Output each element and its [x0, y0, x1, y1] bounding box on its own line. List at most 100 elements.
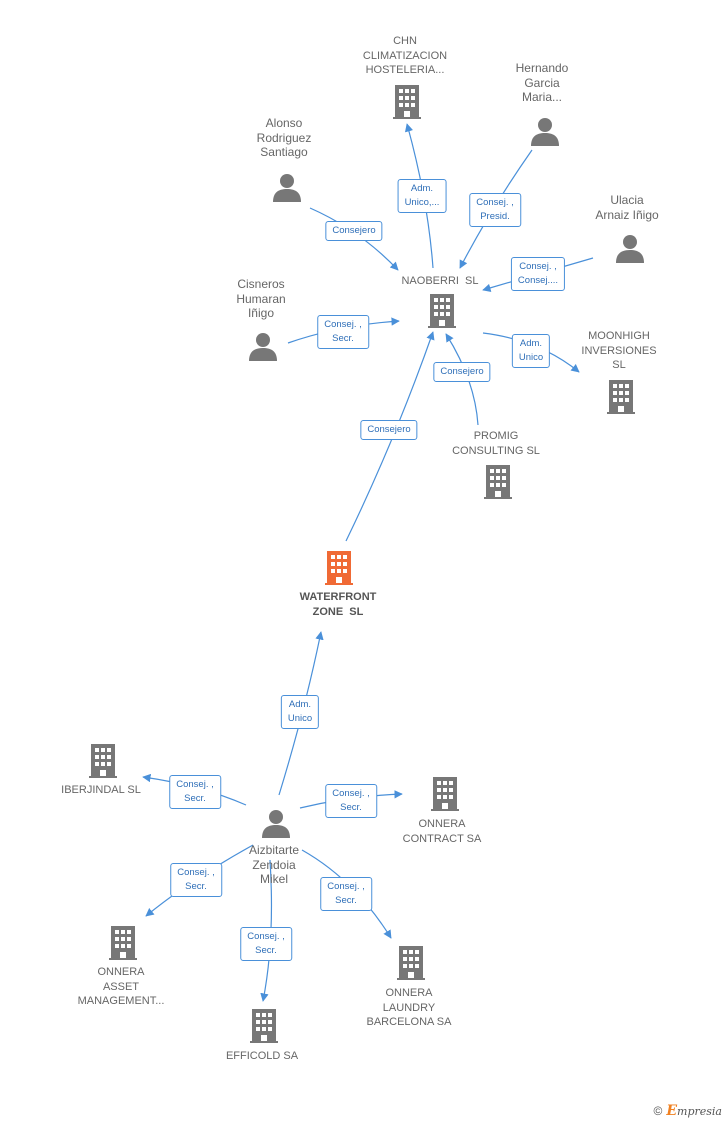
node-label-hernando[interactable]: Hernando Garcia Maria...	[516, 61, 569, 105]
label-line: Zendoia	[252, 857, 296, 872]
label-line: NAOBERRI SL	[401, 275, 479, 287]
person-icon[interactable]	[273, 174, 301, 202]
copyright-icon: ©	[653, 1104, 663, 1118]
label-line: EFFICOLD SA	[225, 1050, 299, 1062]
label-line: Santiago	[260, 145, 308, 159]
label-line: Garcia	[524, 75, 560, 90]
node-label-naoberri[interactable]: NAOBERRI SL	[401, 274, 478, 289]
label-line: Consej. ,	[176, 779, 214, 790]
label-line: CHN	[393, 35, 417, 47]
node-label-waterfront[interactable]: WATERFRONT ZONE SL	[300, 590, 377, 619]
edge-label-cisneros[interactable]: Consej. , Secr.	[317, 315, 369, 349]
node-label-promig[interactable]: PROMIG CONSULTING SL	[452, 429, 540, 458]
label-line: Arnaiz Iñigo	[595, 207, 659, 222]
building-icon[interactable]	[325, 551, 353, 585]
node-label-ulacia[interactable]: Ulacia Arnaiz Iñigo	[595, 193, 658, 222]
copyright-notice: © Empresia	[654, 1103, 722, 1119]
node-label-moonhigh[interactable]: MOONHIGH INVERSIONES SL	[581, 329, 656, 373]
label-line: Adm.	[288, 699, 312, 710]
label-line: Mikel	[259, 872, 288, 886]
label-line: CONTRACT SA	[402, 832, 482, 845]
label-line: Humaran	[236, 291, 286, 306]
building-icon[interactable]	[484, 465, 512, 499]
node-label-alonso[interactable]: Alonso Rodriguez Santiago	[257, 116, 312, 160]
label-line: Adm.	[519, 338, 543, 349]
edge-label-waterfront[interactable]: Consejero	[360, 420, 418, 440]
edge-label-alonso[interactable]: Consejero	[325, 221, 383, 241]
node-label-aizbitarte[interactable]: Aizbitarte Zendoia Mikel	[249, 843, 299, 887]
label-line: Alonso	[265, 116, 303, 130]
edge-label-promig[interactable]: Consejero	[433, 362, 491, 382]
edge-label-chn[interactable]: Adm. Unico,...	[397, 179, 447, 213]
label-line: ZONE SL	[312, 605, 364, 618]
edge-label-ulacia[interactable]: Consej. , Consej....	[510, 257, 566, 291]
label-line: Consej. ,	[324, 319, 362, 330]
label-line: Unico,...	[404, 197, 440, 208]
building-icon[interactable]	[431, 777, 459, 811]
label-line: CLIMATIZACION	[362, 49, 448, 62]
building-icon[interactable]	[397, 946, 425, 980]
edge-label-efficold[interactable]: Consej. , Secr.	[240, 927, 292, 961]
label-line: Unico	[287, 713, 313, 724]
label-line: Secr.	[184, 793, 206, 804]
node-label-iberjindal[interactable]: IBERJINDAL SL	[61, 783, 141, 798]
label-line: Secr.	[185, 881, 207, 892]
building-icon[interactable]	[393, 85, 421, 119]
label-line: Hernando	[515, 61, 569, 75]
label-line: CONSULTING SL	[452, 444, 540, 457]
label-line: INVERSIONES	[581, 344, 657, 357]
label-line: Ulacia	[610, 193, 644, 207]
label-line: Consej. ,	[247, 931, 285, 942]
person-icon[interactable]	[262, 810, 290, 838]
edge-label-iberjindal[interactable]: Consej. , Secr.	[169, 775, 221, 809]
label-line: WATERFRONT	[299, 591, 377, 603]
node-label-chn[interactable]: CHN CLIMATIZACION HOSTELERIA...	[363, 34, 447, 78]
brand-rest: mpresia	[677, 1105, 722, 1118]
label-line: Consejero	[332, 225, 376, 236]
edge-label-laundry[interactable]: Consej. , Secr.	[320, 877, 372, 911]
edge-label-hernando[interactable]: Consej. , Presid.	[469, 193, 521, 227]
label-line: ONNERA	[97, 966, 145, 978]
label-line: Unico	[518, 352, 544, 363]
node-label-onnera-laundry[interactable]: ONNERA LAUNDRY BARCELONA SA	[367, 986, 452, 1030]
building-icon[interactable]	[89, 744, 117, 778]
label-line: PROMIG	[473, 430, 519, 442]
label-line: Secr.	[340, 802, 362, 813]
label-line: LAUNDRY	[382, 1001, 436, 1014]
label-line: Secr.	[332, 333, 354, 344]
person-icon[interactable]	[616, 235, 644, 263]
label-line: Aizbitarte	[248, 843, 300, 857]
building-icon[interactable]	[109, 926, 137, 960]
label-line: Presid.	[480, 211, 510, 222]
edge-label-moonhigh[interactable]: Adm. Unico	[511, 334, 551, 368]
building-icon[interactable]	[250, 1009, 278, 1043]
edge-label-aiz-waterfront[interactable]: Adm. Unico	[280, 695, 320, 729]
building-icon[interactable]	[428, 294, 456, 328]
label-line: SL	[612, 359, 626, 371]
person-icon[interactable]	[249, 333, 277, 361]
label-line: Iñigo	[247, 306, 275, 320]
label-line: BARCELONA SA	[366, 1016, 452, 1028]
label-line: Adm.	[410, 183, 434, 194]
label-line: Consej. ,	[519, 261, 557, 272]
label-line: ONNERA	[385, 987, 433, 999]
building-icon[interactable]	[607, 380, 635, 414]
label-line: Consej. ,	[177, 867, 215, 878]
label-line: ASSET	[102, 980, 140, 993]
label-line: HOSTELERIA...	[365, 64, 445, 76]
label-line: Secr.	[335, 895, 357, 906]
brand-logo[interactable]: Empresia	[666, 1103, 722, 1119]
node-label-efficold[interactable]: EFFICOLD SA	[226, 1049, 298, 1064]
label-line: Cisneros	[237, 277, 285, 291]
label-line: Consejero	[440, 366, 484, 377]
brand-initial: E	[666, 1103, 678, 1119]
node-label-onnera-asset[interactable]: ONNERA ASSET MANAGEMENT...	[78, 965, 165, 1009]
label-line: Rodriguez	[256, 130, 312, 145]
node-label-cisneros[interactable]: Cisneros Humaran Iñigo	[236, 277, 285, 321]
node-label-onnera-contract[interactable]: ONNERA CONTRACT SA	[403, 817, 482, 846]
person-icon[interactable]	[531, 118, 559, 146]
edge-label-asset[interactable]: Consej. , Secr.	[170, 863, 222, 897]
label-line: Consej. ,	[476, 197, 514, 208]
edge-label-contract[interactable]: Consej. , Secr.	[325, 784, 377, 818]
